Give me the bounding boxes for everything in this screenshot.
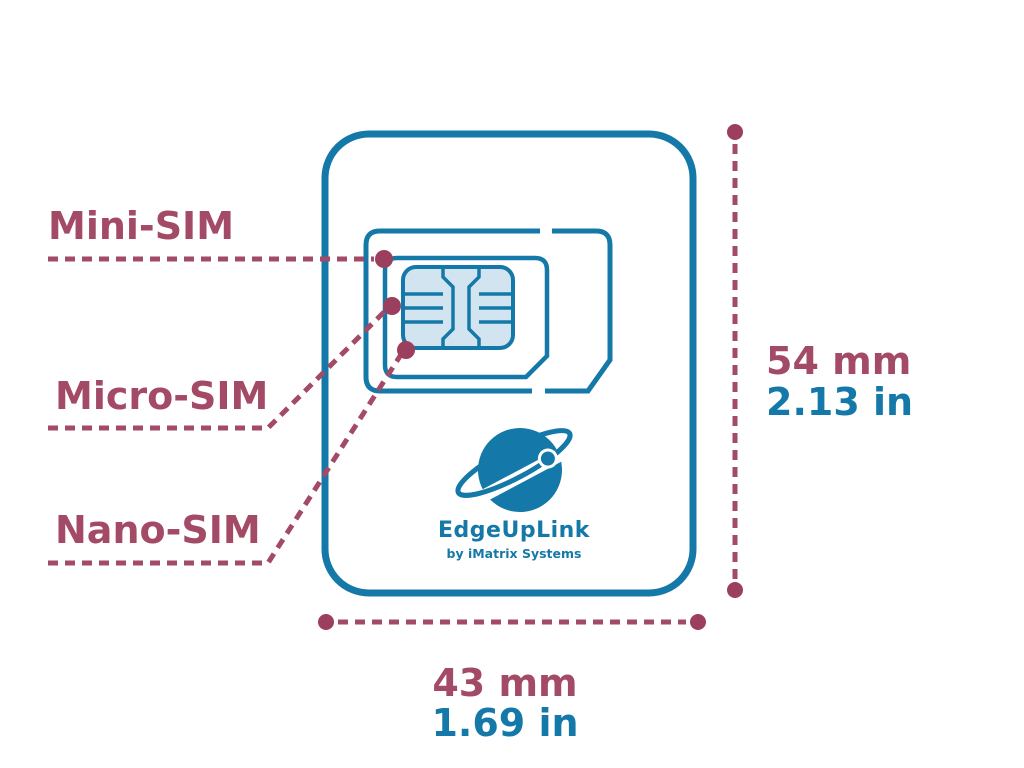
- nano-sim-leader-line: [48, 351, 405, 566]
- height-mm-value: 54 mm: [766, 339, 912, 383]
- height-in-value: 2.13 in: [766, 380, 914, 424]
- height-dimension-bottom-dot: [727, 582, 743, 598]
- logo-name: EdgeUpLink: [438, 518, 590, 543]
- planet-ring-front: [455, 430, 573, 498]
- micro-sim-dot: [383, 297, 401, 315]
- nano-sim-label: Nano-SIM: [55, 508, 261, 552]
- width-dimension-left-dot: [318, 614, 334, 630]
- width-mm-value: 43 mm: [432, 661, 578, 705]
- nano-sim-dot: [397, 341, 415, 359]
- planet-with-ring-icon: [454, 428, 588, 516]
- micro-sim-leader-line: [48, 306, 390, 431]
- logo-byline: by iMatrix Systems: [446, 546, 582, 561]
- mini-sim-label: Mini-SIM: [48, 204, 235, 248]
- mini-sim-outline: [363, 228, 540, 394]
- chip-contact-pads-icon: [403, 267, 513, 348]
- mini-sim-dot: [375, 250, 393, 268]
- card-outline: [321, 130, 697, 597]
- micro-sim-label: Micro-SIM: [55, 374, 269, 418]
- width-in-value: 1.69 in: [431, 701, 579, 745]
- height-dimension-top-dot: [727, 124, 743, 140]
- planet-satellite-dot: [537, 448, 558, 469]
- mini-sim-outline: [545, 228, 613, 394]
- width-dimension-right-dot: [690, 614, 706, 630]
